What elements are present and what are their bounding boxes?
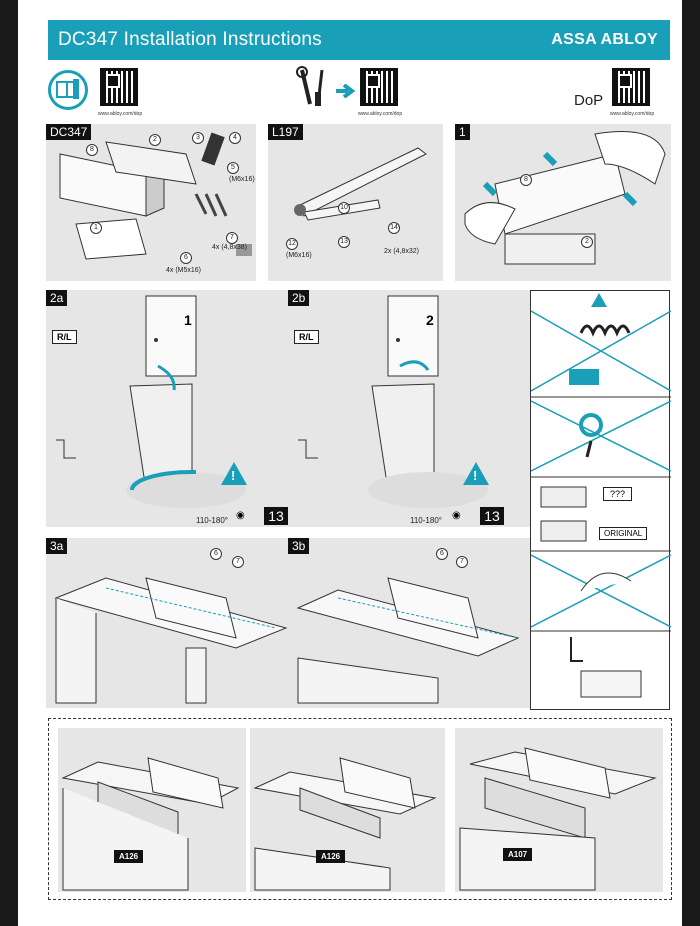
step-3b-panel: 3b 6 7 [288, 538, 536, 708]
qr-caption: www.abloy.com/dop [98, 111, 143, 117]
step-13-badge: 13 [480, 507, 504, 525]
rl-tag: R/L [52, 330, 77, 344]
warning-icon: ! [463, 462, 489, 485]
step-label: 3a [46, 538, 68, 554]
mounting-plate-illustration [253, 757, 437, 891]
qr-caption: www.abloy.com/dop [358, 111, 403, 117]
instruction-page: DC347 Installation Instructions ASSA ABL… [18, 0, 682, 926]
screw-spec: (M6x16) [229, 176, 255, 183]
step-label: 1 [455, 124, 470, 140]
angle-label: 110-180° [196, 516, 228, 525]
warning-icon [591, 293, 607, 307]
tools-icon [296, 66, 324, 106]
part-number: 8 [86, 144, 98, 156]
mounting-plate-options [48, 718, 672, 900]
parts-panel: DC347 1 2 3 4 5 (M6x16) 6 4x (M5x16) 7 4… [46, 124, 256, 281]
door-number: 2 [426, 312, 434, 328]
qr-code [612, 68, 650, 106]
screw-spec: 4x (M5x16) [166, 267, 202, 274]
part-number: 12 [286, 238, 298, 250]
part-number: 5 [227, 162, 239, 174]
angle-label: 110-180° [410, 516, 442, 525]
part-number: 1 [90, 222, 102, 234]
step-label: 2b [288, 290, 310, 306]
part-number: 7 [226, 232, 238, 244]
screw-spec: 4x (4,8x38) [212, 244, 248, 251]
plate-label: A126 [114, 850, 144, 863]
mounting-illustration [54, 577, 288, 704]
plate-option-3: A107 [455, 728, 663, 892]
step-label: 2a [46, 290, 68, 306]
page-header: DC347 Installation Instructions ASSA ABL… [48, 20, 670, 60]
screw-spec: 2x (4,8x32) [384, 248, 420, 255]
part-number: 7 [232, 556, 244, 568]
part-number: 2 [581, 236, 593, 248]
step-label: 3b [288, 538, 310, 554]
dop-label: DoP [574, 92, 604, 109]
part-number: 8 [520, 174, 532, 186]
qr-code [360, 68, 398, 106]
part-number: 13 [338, 236, 350, 248]
info-icon [48, 70, 88, 110]
part-number: 10 [338, 202, 350, 214]
qr-caption: www.abloy.com/dop [610, 111, 655, 117]
part-number: 6 [436, 548, 448, 560]
mounting-plate-illustration [459, 747, 657, 891]
brand-logo: ASSA ABLOY [551, 31, 658, 48]
mounting-plate-illustration [61, 757, 240, 891]
part-number: 7 [456, 556, 468, 568]
rl-tag: R/L [294, 330, 319, 344]
side-panel: ??? ORIGINAL [530, 290, 671, 710]
eye-icon: ◉ [236, 510, 245, 521]
question-box: ??? [603, 487, 633, 501]
arrow-right-icon [336, 84, 356, 98]
warning-icon: ! [221, 462, 247, 485]
door-swing-illustration [56, 295, 246, 508]
plate-option-1: A126 [58, 728, 246, 892]
plate-label: A107 [503, 848, 533, 861]
hands-assembly-illustration [464, 131, 666, 265]
step-13-badge: 13 [264, 507, 288, 525]
step-2a-panel: 2a R/L 1 ! 110-180° ◉ 13 [46, 290, 299, 527]
door-number: 1 [184, 312, 192, 328]
panel-label: L197 [268, 124, 303, 140]
part-number: 2 [149, 134, 161, 146]
qr-code [100, 68, 138, 106]
plate-option-2: A126 [250, 728, 445, 892]
part-number: 4 [229, 132, 241, 144]
eye-icon: ◉ [452, 510, 461, 521]
plate-label: A126 [316, 850, 346, 863]
screw-spec: (M6x16) [286, 252, 312, 259]
door-swing-illustration [298, 295, 488, 508]
document-title: DC347 Installation Instructions [58, 29, 322, 50]
part-number: 6 [180, 252, 192, 264]
step-1-panel: 1 8 2 [455, 124, 671, 281]
arm-panel: L197 10 12 (M6x16) 13 14 2x (4,8x32) [268, 124, 443, 281]
door-closer-body-illustration [59, 132, 252, 260]
part-number: 14 [388, 222, 400, 234]
part-number: 3 [192, 132, 204, 144]
side-warnings-illustration [531, 310, 671, 698]
mounting-illustration [296, 577, 520, 704]
panel-label: DC347 [46, 124, 92, 140]
part-number: 6 [210, 548, 222, 560]
step-3a-panel: 3a 6 7 [46, 538, 299, 708]
original-box: ORIGINAL [599, 527, 648, 540]
step-2b-panel: 2b R/L 2 ! 110-180° ◉ 13 [288, 290, 536, 527]
